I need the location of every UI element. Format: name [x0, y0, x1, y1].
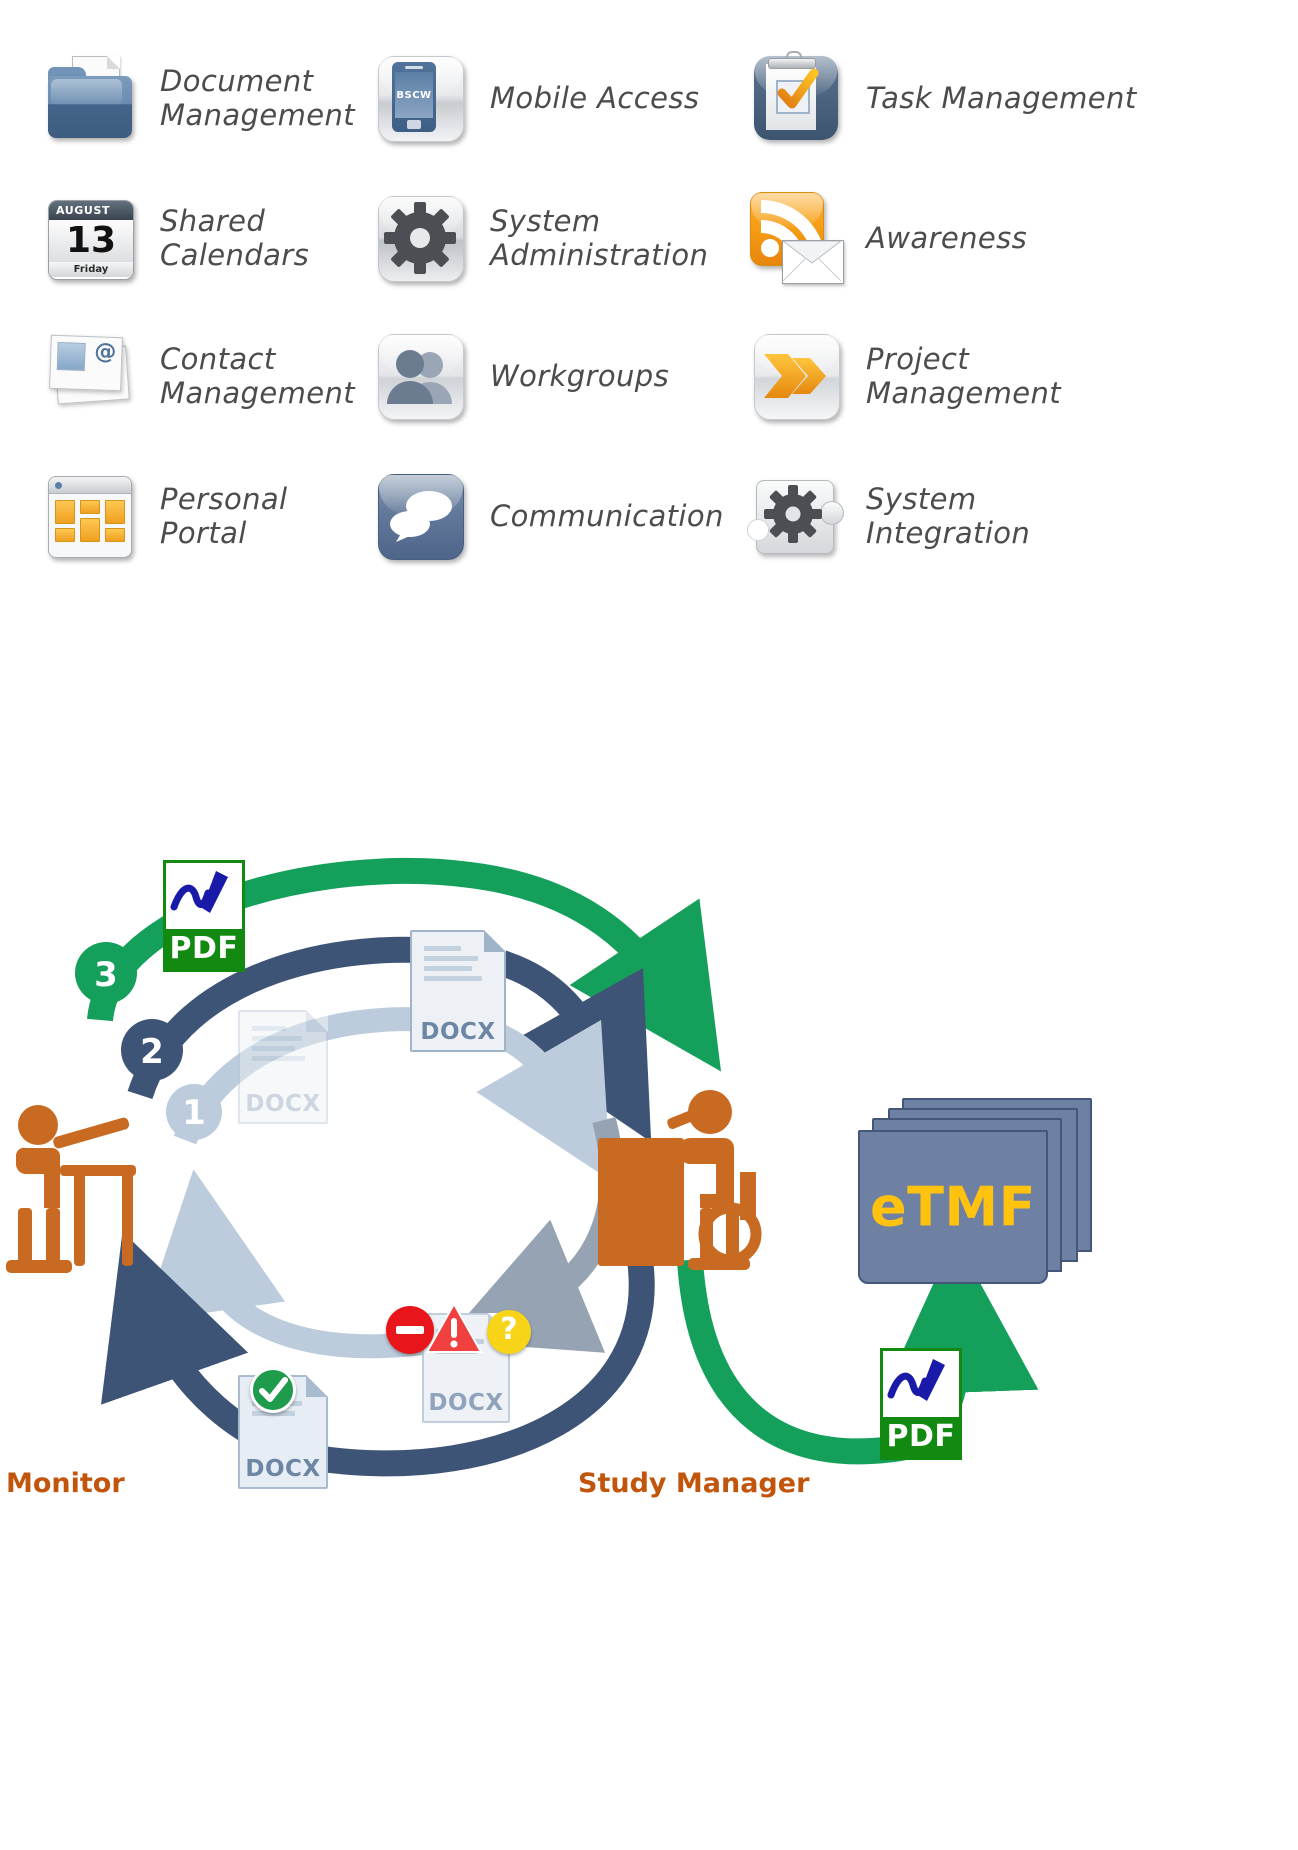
- phone-screen-text: BSCW: [396, 89, 432, 101]
- docx-draft-icon[interactable]: DOCX: [238, 1010, 328, 1124]
- workflow-arrows: 3 2 1: [6, 857, 1039, 1477]
- docx-caption: DOCX: [420, 1019, 496, 1045]
- gear-icon: [372, 190, 468, 286]
- feature-item-personal-portal[interactable]: Personal Portal: [42, 468, 288, 564]
- feature-label: Document Management: [160, 63, 356, 132]
- step-badge-3: 3: [75, 942, 137, 1004]
- step-badge-2: 2: [121, 1019, 183, 1081]
- clipboard-checkmark-icon: [748, 50, 844, 146]
- docx-caption: DOCX: [245, 1091, 321, 1117]
- step-badge-1-label: 1: [182, 1093, 206, 1133]
- warning-icon: [425, 1302, 483, 1353]
- checkmark-glyph: [777, 68, 819, 109]
- feature-label: Workgroups: [490, 358, 670, 393]
- feature-label: System Administration: [490, 203, 709, 272]
- etmf-archive-stack[interactable]: eTMF: [856, 1098, 1096, 1284]
- feature-item-system-administration[interactable]: System Administration: [372, 190, 708, 286]
- contact-cards-icon: @ @: [42, 328, 138, 424]
- feature-item-communication[interactable]: Communication: [372, 468, 724, 564]
- docx-caption: DOCX: [245, 1456, 321, 1482]
- question-icon: ?: [487, 1310, 531, 1354]
- docx-caption: DOCX: [428, 1390, 504, 1416]
- envelope-icon: [782, 240, 844, 284]
- feature-item-contact-management[interactable]: @ @ Contact Management: [42, 328, 355, 424]
- feature-item-awareness[interactable]: Awareness: [748, 190, 1027, 286]
- folder-document-icon: [42, 50, 138, 146]
- pdf-label: PDF: [166, 928, 242, 969]
- pdf-signed-top-icon[interactable]: PDF: [163, 860, 245, 972]
- feature-label: Task Management: [866, 80, 1137, 115]
- study-manager-person-figure: [598, 1090, 762, 1270]
- role-label-monitor: Monitor: [6, 1468, 125, 1499]
- calendar-icon: AUGUST 13 Friday: [42, 190, 138, 286]
- feature-label: Awareness: [866, 220, 1028, 255]
- arrow-green-top: [87, 857, 722, 1072]
- feature-grid: Document Management BSCW Mobile Access: [0, 0, 1298, 620]
- feature-item-task-management[interactable]: Task Management: [748, 50, 1137, 146]
- step-badge-3-label: 3: [94, 955, 118, 995]
- feature-item-shared-calendars[interactable]: AUGUST 13 Friday Shared Calendars: [42, 190, 309, 286]
- monitor-person-figure: [6, 1105, 136, 1273]
- feature-item-document-management[interactable]: Document Management: [42, 50, 355, 146]
- calendar-month: AUGUST: [49, 201, 133, 220]
- people-group-icon: [372, 328, 468, 424]
- pdf-label: PDF: [883, 1416, 959, 1457]
- step-badge-1: 1: [166, 1084, 222, 1140]
- puzzle-gear-icon: [747, 468, 844, 564]
- feature-label: System Integration: [866, 481, 1031, 550]
- feature-label: Personal Portal: [160, 481, 288, 550]
- feature-item-system-integration[interactable]: System Integration: [747, 468, 1031, 564]
- speech-bubbles-icon: [372, 468, 468, 564]
- feature-label: Shared Calendars: [160, 203, 310, 272]
- role-label-study-manager: Study Manager: [578, 1468, 810, 1499]
- arrow-gray-down: [444, 1116, 624, 1353]
- stop-icon: [386, 1306, 434, 1354]
- pdf-signed-bottom-icon[interactable]: PDF: [880, 1348, 962, 1460]
- step-badge-2-label: 2: [140, 1032, 164, 1072]
- docx-submitted-icon[interactable]: DOCX: [410, 930, 506, 1052]
- arrow-darkblue-bottom: [101, 1231, 655, 1477]
- portal-window-icon: [42, 468, 138, 564]
- calendar-day: 13: [49, 220, 133, 262]
- feature-item-mobile-access[interactable]: BSCW Mobile Access: [372, 50, 699, 146]
- feature-label: Project Management: [866, 341, 1062, 410]
- check-icon: [250, 1367, 296, 1413]
- calendar-weekday: Friday: [49, 262, 133, 277]
- etmf-label: eTMF: [869, 1175, 1037, 1239]
- etmf-workflow-diagram: 3 2 1: [0, 820, 1298, 1850]
- rss-envelope-icon: [748, 190, 844, 286]
- feature-label: Mobile Access: [490, 80, 700, 115]
- chevron-arrows-icon: [748, 328, 844, 424]
- feature-item-workgroups[interactable]: Workgroups: [372, 328, 669, 424]
- mobile-phone-icon: BSCW: [372, 50, 468, 146]
- feature-item-project-management[interactable]: Project Management: [748, 328, 1061, 424]
- feature-label: Communication: [490, 498, 724, 533]
- feature-label: Contact Management: [160, 341, 356, 410]
